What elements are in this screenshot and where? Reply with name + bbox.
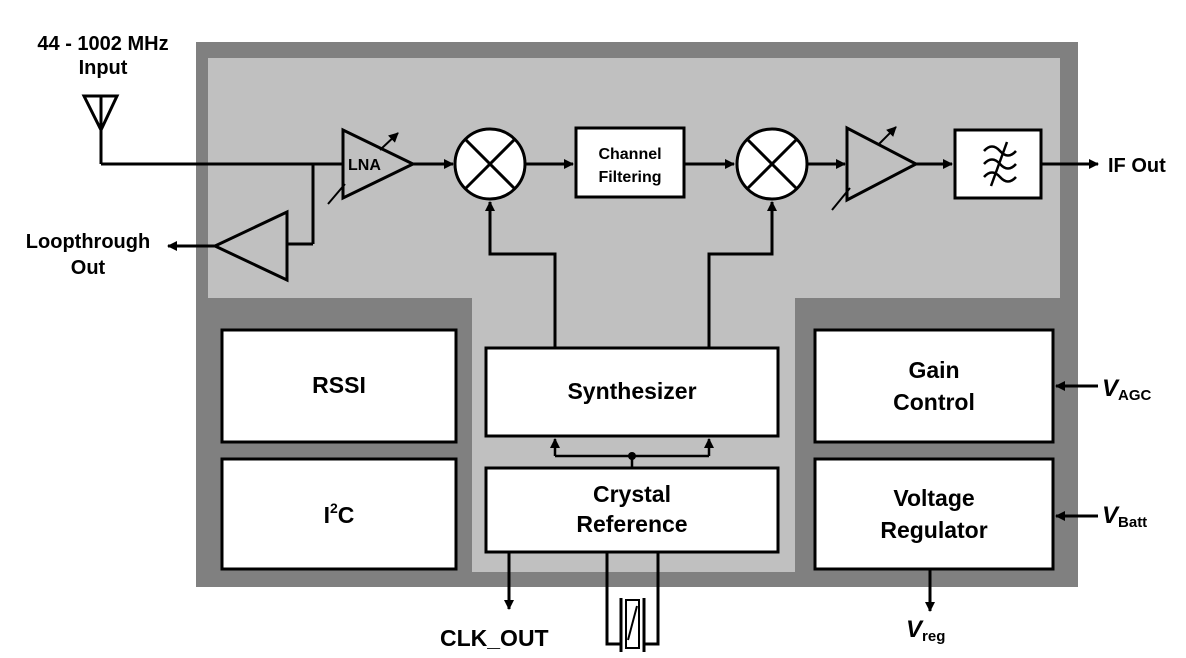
lna-label: LNA — [348, 157, 381, 174]
antenna-icon — [81, 94, 120, 164]
mixer-2-icon — [735, 127, 809, 201]
vreg-label: Vreg — [906, 616, 945, 645]
loopthrough-label: Loopthrough — [26, 231, 150, 253]
channel-filtering-label: Channel — [598, 146, 661, 163]
regulator-label: Regulator — [880, 517, 987, 543]
reference-junction — [628, 452, 636, 460]
rssi-label: RSSI — [312, 372, 366, 398]
i2c-block — [220, 457, 458, 571]
channel-filtering-label-2: Filtering — [598, 169, 661, 186]
vga-gain-arrow-top — [877, 126, 897, 146]
crystal-label: Crystal — [593, 481, 671, 507]
clk-out-label: CLK_OUT — [440, 625, 549, 651]
crystal-reference-label: Reference — [576, 511, 687, 537]
i2c-label: I2C — [324, 500, 355, 528]
if-out-label: IF Out — [1108, 155, 1166, 177]
lna-amplifier — [341, 127, 417, 201]
rssi-block — [220, 328, 458, 444]
loopthrough-wiring — [287, 164, 315, 246]
bandpass-filter-icon — [983, 141, 1017, 187]
crystal-reference-block — [484, 466, 780, 554]
channel-filtering-block — [574, 126, 686, 199]
control-label: Control — [893, 389, 975, 415]
lna-gain-arrow-top — [379, 132, 399, 151]
vga-amplifier — [845, 125, 920, 203]
voltage-label: Voltage — [893, 485, 974, 511]
loopthrough-out-label: Out — [71, 257, 106, 279]
vagc-label: VAGC — [1102, 375, 1152, 404]
synthesizer-label: Synthesizer — [567, 378, 696, 404]
vga-gain-tail — [831, 187, 851, 211]
vbatt-label: VBatt — [1102, 502, 1147, 531]
gain-label: Gain — [908, 357, 959, 383]
synthesizer-block — [484, 346, 780, 438]
mixer-1-icon — [453, 127, 527, 201]
input-freq-label: 44 - 1002 MHz — [37, 33, 168, 55]
lo-wiring — [485, 201, 777, 348]
gain-control-block — [813, 328, 1055, 444]
lna-gain-tail — [327, 183, 346, 205]
crystal-icon — [605, 552, 660, 652]
loopthrough-amplifier — [211, 209, 289, 283]
input-label: Input — [79, 57, 128, 79]
voltage-regulator-block — [813, 457, 1055, 571]
